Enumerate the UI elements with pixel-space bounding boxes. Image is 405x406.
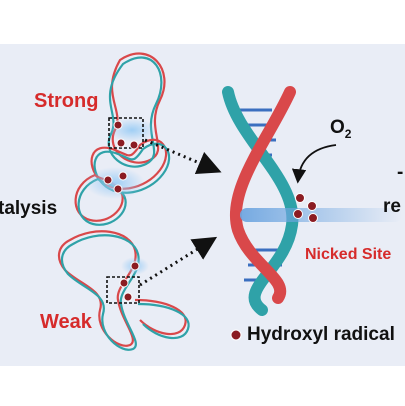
- catalysis-label: talysis: [0, 198, 58, 219]
- strong-glow-lower: [85, 167, 145, 199]
- double-helix: [222, 86, 299, 316]
- weak-zoom-box: [106, 276, 140, 304]
- o2-base: O: [330, 117, 345, 138]
- weak-dna-loop: [57, 230, 190, 351]
- figure-panel: [0, 44, 405, 366]
- o2-subscript: 2: [344, 126, 352, 141]
- weak-label: Weak: [40, 311, 92, 333]
- legend-label: Hydroxyl radical: [247, 324, 395, 345]
- weak-radicals: [119, 261, 140, 302]
- nicked-site-label: Nicked Site: [305, 246, 392, 263]
- legend-radical-icon: [230, 329, 242, 341]
- strong-label: Strong: [34, 90, 99, 112]
- strong-radicals: [103, 120, 139, 194]
- strong-zoom-box: [108, 117, 144, 149]
- o2-label: O2: [330, 117, 351, 141]
- red-strand: [230, 86, 296, 304]
- weak-dotted-arrow: [139, 236, 218, 287]
- reaction-fragment-label: re: [383, 196, 401, 217]
- strong-dotted-arrow: [144, 138, 222, 175]
- o2-arrow: [291, 144, 337, 184]
- radical-attack-band: [240, 208, 402, 222]
- teal-strand: [222, 86, 299, 316]
- helix-radicals: [293, 193, 318, 223]
- top-right-fragment: -: [397, 162, 404, 183]
